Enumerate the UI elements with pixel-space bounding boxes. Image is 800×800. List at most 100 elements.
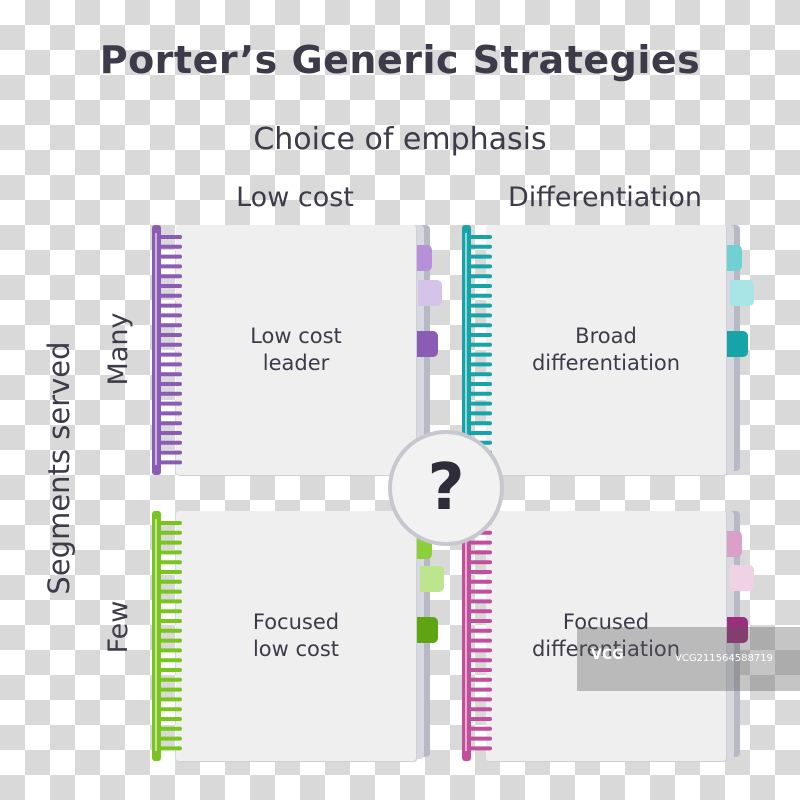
binding-tooth [468,726,492,731]
spine [152,225,161,475]
diagram-title: Porter’s Generic Strategies [99,38,701,82]
binding-tooth [158,570,182,574]
binding-tooth [468,274,492,279]
binding-tooth [468,293,492,298]
notebook-page [176,225,416,475]
cell-line-2: low cost [252,637,340,661]
binding-teeth [158,235,182,465]
binding-tooth [468,638,492,643]
binding-tooth [468,235,492,239]
binding-tooth [158,521,182,525]
binding-tooth [158,726,182,731]
notebook-page [486,511,726,761]
binding-tooth [468,401,492,406]
binding-tooth [158,352,182,357]
binding-tooth [468,697,492,702]
binding-tooth [158,599,182,604]
binding-tooth [468,658,492,663]
row-header-few: Few [103,600,134,654]
binding-tooth [468,391,492,396]
binding-tooth [468,342,492,347]
binding-tooth [468,323,492,328]
binding-tooth [158,411,182,416]
spine [462,511,471,761]
binding-tooth [468,599,492,604]
binding-tooth [468,421,492,426]
tab-2 [418,280,442,306]
binding-tooth [158,628,182,633]
spine [152,511,161,761]
spiral-binding [152,225,182,475]
binding-tooth [158,421,182,426]
cell-text: Low cost leader [176,225,416,475]
binding-tooth [158,284,182,288]
cell-line-2: differentiation [531,637,681,661]
cell-text: Broad differentiation [486,225,726,475]
binding-tooth [158,530,182,535]
watermark-logo: VCG [591,647,624,663]
binding-tooth [158,440,182,445]
spiral-binding [152,511,182,761]
binding-tooth [158,303,182,308]
binding-tooth [158,579,182,584]
tab-3 [414,331,438,357]
binding-tooth [468,254,492,259]
binding-tooth [158,431,182,435]
binding-teeth [158,521,182,751]
watermark: VCG VCG211564588719 [577,627,800,691]
binding-tooth [158,707,182,712]
binding-tooth [468,284,492,288]
binding-tooth [158,342,182,347]
binding-tooth [468,352,492,357]
binding-tooth [158,254,182,259]
tab-3 [724,617,748,643]
binding-tooth [468,382,492,386]
column-header-low-cost: Low cost [236,182,354,213]
binding-tooth [158,589,182,594]
tab-2 [730,280,754,306]
binding-tooth [468,264,492,269]
binding-tooth [158,391,182,396]
binding-tooth [468,717,492,721]
binding-tooth [468,736,492,741]
binding-tooth [468,431,492,435]
binding-tooth [468,244,492,249]
binding-tooth [158,677,182,682]
binding-tooth [468,411,492,416]
quadrant-focused-low-cost: Focused low cost [150,511,444,761]
binding-tooth [468,668,492,672]
binding-tooth [158,619,182,623]
binding-tooth [158,550,182,555]
binding-tooth [158,235,182,239]
binding-tooth [158,540,182,545]
tab-2 [730,565,754,591]
binding-tooth [468,648,492,653]
binding-tooth [468,570,492,574]
binding-tooth [158,687,182,692]
binding-tooth [158,274,182,279]
quadrant-low-cost-leader: Low cost leader [150,225,442,475]
binding-tooth [468,746,492,751]
binding-tooth [158,560,182,565]
tab-3 [724,331,748,357]
cell-line-1: Low cost [250,324,342,348]
binding-tooth [468,628,492,633]
binding-tooth [158,697,182,702]
binding-tooth [158,736,182,741]
cell-line-1: Focused [252,610,340,634]
binding-tooth [158,638,182,643]
tab-2 [420,566,444,592]
binding-tooth [468,362,492,367]
binding-tooth [468,677,492,682]
binding-tooth [468,687,492,692]
binding-tooth [158,372,182,377]
binding-tooth [158,333,182,337]
binding-tooth [158,609,182,614]
watermark-id: VCG211564588719 [675,653,773,664]
binding-tooth [158,313,182,318]
binding-tooth [468,579,492,584]
binding-tooth [158,382,182,386]
binding-tooth [158,362,182,367]
cell-text: Focused low cost [176,511,416,761]
notebook-page [176,511,416,761]
